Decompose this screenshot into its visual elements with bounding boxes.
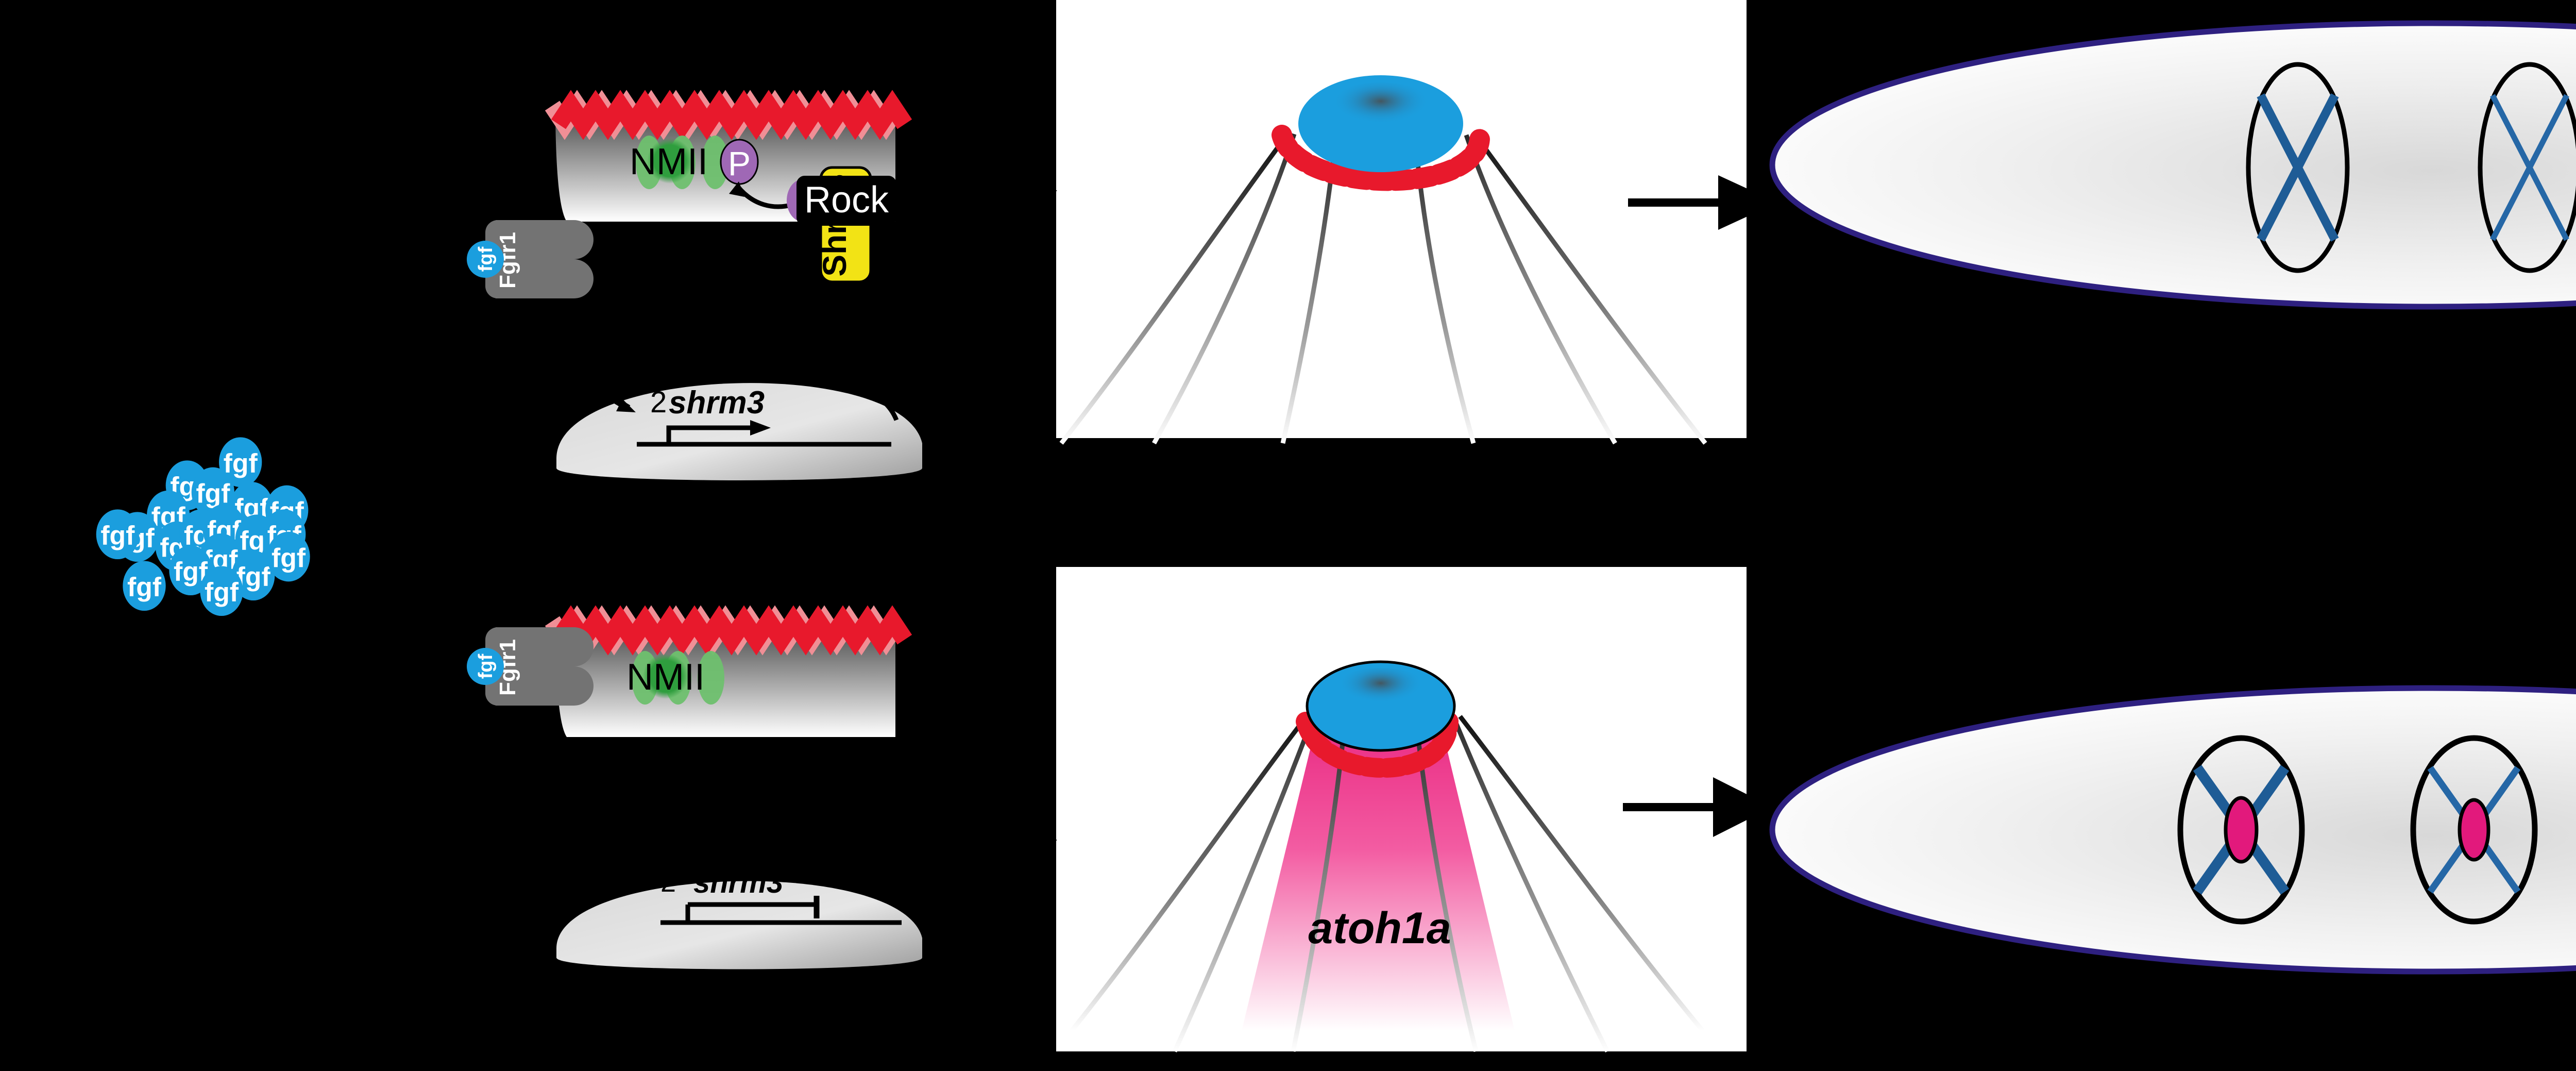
- gene-activation-arrow-top: [637, 420, 891, 447]
- neuromast-top-1: [2246, 62, 2350, 273]
- atoh1a-label: atoh1a: [1308, 903, 1451, 953]
- body-panel-top: [1762, 10, 2576, 330]
- fgf-ligand-bound-bottom: fgf: [467, 648, 504, 685]
- nucleus-panel-bottom: 2 shrm3: [541, 835, 933, 1005]
- phospho-marker-top: P: [720, 139, 759, 185]
- apical-constriction-ring-top: [1272, 125, 1490, 191]
- fgfr1-receptor-bottom: Fgfr1: [485, 627, 594, 706]
- arrowhead-icon: [1010, 166, 1057, 215]
- membrane-zigzag-red-top: [551, 90, 912, 140]
- signaling-panel-top: NMII P Shrm3 Rock: [464, 52, 979, 309]
- fgf-label: fgf: [127, 572, 162, 602]
- fgf-bound-label: fgf: [475, 246, 497, 272]
- hair-cell-marker: [2224, 796, 2259, 864]
- rosette-cell-outlines-top: [1059, 132, 1707, 445]
- fgfr1-receptor-top: Fgfr1: [485, 220, 594, 298]
- nucleus-shape-top: [556, 383, 922, 480]
- receptor-complex-top: Fgfr1 fgf: [464, 214, 680, 327]
- fgf-label: fgf: [196, 478, 230, 508]
- fgf-label: fgf: [100, 521, 135, 550]
- rosette-panel-top: [1056, 0, 1747, 445]
- signaling-panel-bottom: NMII: [464, 567, 979, 825]
- arrowhead-icon: [1718, 175, 1777, 230]
- nucleus-panel-top: 2 shrm3: [541, 330, 933, 500]
- gene-name-bottom: shrm3: [693, 866, 783, 899]
- gene-dosage-top: 2: [650, 386, 667, 419]
- nmii-label-bottom: NMII: [626, 657, 705, 698]
- fgf-ligand-group: fgf fgf fgf fgf fgf fgf fgf fgf fgf fgf …: [96, 437, 310, 616]
- arrow-rosette-to-body-bottom: [1618, 768, 1788, 845]
- rock-label: Rock: [804, 179, 889, 221]
- fgf-bound-label: fgf: [475, 654, 497, 679]
- gene-inhibition-symbol-bottom: [660, 896, 902, 925]
- signal-into-nucleus-arrow-top: [590, 383, 636, 412]
- gene-dosage-bottom: 2: [660, 867, 676, 898]
- receptor-complex-bottom: Fgfr1 fgf: [464, 621, 680, 734]
- fgf-ligand-cloud: fgf fgf fgf fgf fgf fgf fgf fgf fgf fgf …: [0, 309, 515, 670]
- arrow-shaft: [1628, 198, 1726, 207]
- phospho-label: P: [728, 144, 751, 182]
- apical-surface-top: [1298, 75, 1463, 172]
- nmii-motor-top: [636, 136, 728, 189]
- gene-name-top: shrm3: [669, 385, 765, 421]
- nmii-motor-bottom: [632, 651, 724, 705]
- body-panel-bottom: [1762, 675, 2576, 995]
- signal-into-nucleus-arrow-bottom: [588, 870, 628, 889]
- arrowhead-icon: [1010, 815, 1057, 865]
- atoh1a-expression-domain: [1242, 701, 1515, 1031]
- apical-surface-bottom: [1306, 660, 1456, 752]
- neuromast-bottom-1: [2177, 735, 2305, 925]
- arrow-signaling-to-rosette-bottom: [999, 804, 1082, 876]
- fish-body-outline-bottom: [1769, 685, 2576, 975]
- arrowhead-icon: [1713, 777, 1772, 837]
- fgf-label: fgf: [272, 543, 306, 573]
- nucleus-shape-bottom: [556, 881, 922, 969]
- arrow-signaling-to-rosette-top: [999, 155, 1082, 227]
- fgf-label: fgf: [205, 577, 239, 607]
- arrow-rosette-to-body-top: [1628, 170, 1798, 242]
- fgf-label: fgf: [224, 448, 258, 478]
- feedback-arc-top: [849, 381, 899, 421]
- fgf-ligand-bound-top: fgf: [467, 241, 504, 278]
- nmii-label-top: NMII: [630, 141, 708, 182]
- rock-arrowhead: [729, 181, 744, 197]
- rock-kinase-box-top: Rock: [796, 176, 896, 226]
- fish-body-outline-top: [1769, 20, 2576, 310]
- membrane-zigzag-red-bottom: [551, 605, 912, 656]
- neuromast-top-2: [2478, 62, 2576, 273]
- neuromast-bottom-2: [2410, 735, 2538, 925]
- hair-cell-marker: [2458, 798, 2490, 862]
- arrow-shaft: [1623, 803, 1721, 811]
- apical-constriction-ring-bottom: [1296, 712, 1459, 778]
